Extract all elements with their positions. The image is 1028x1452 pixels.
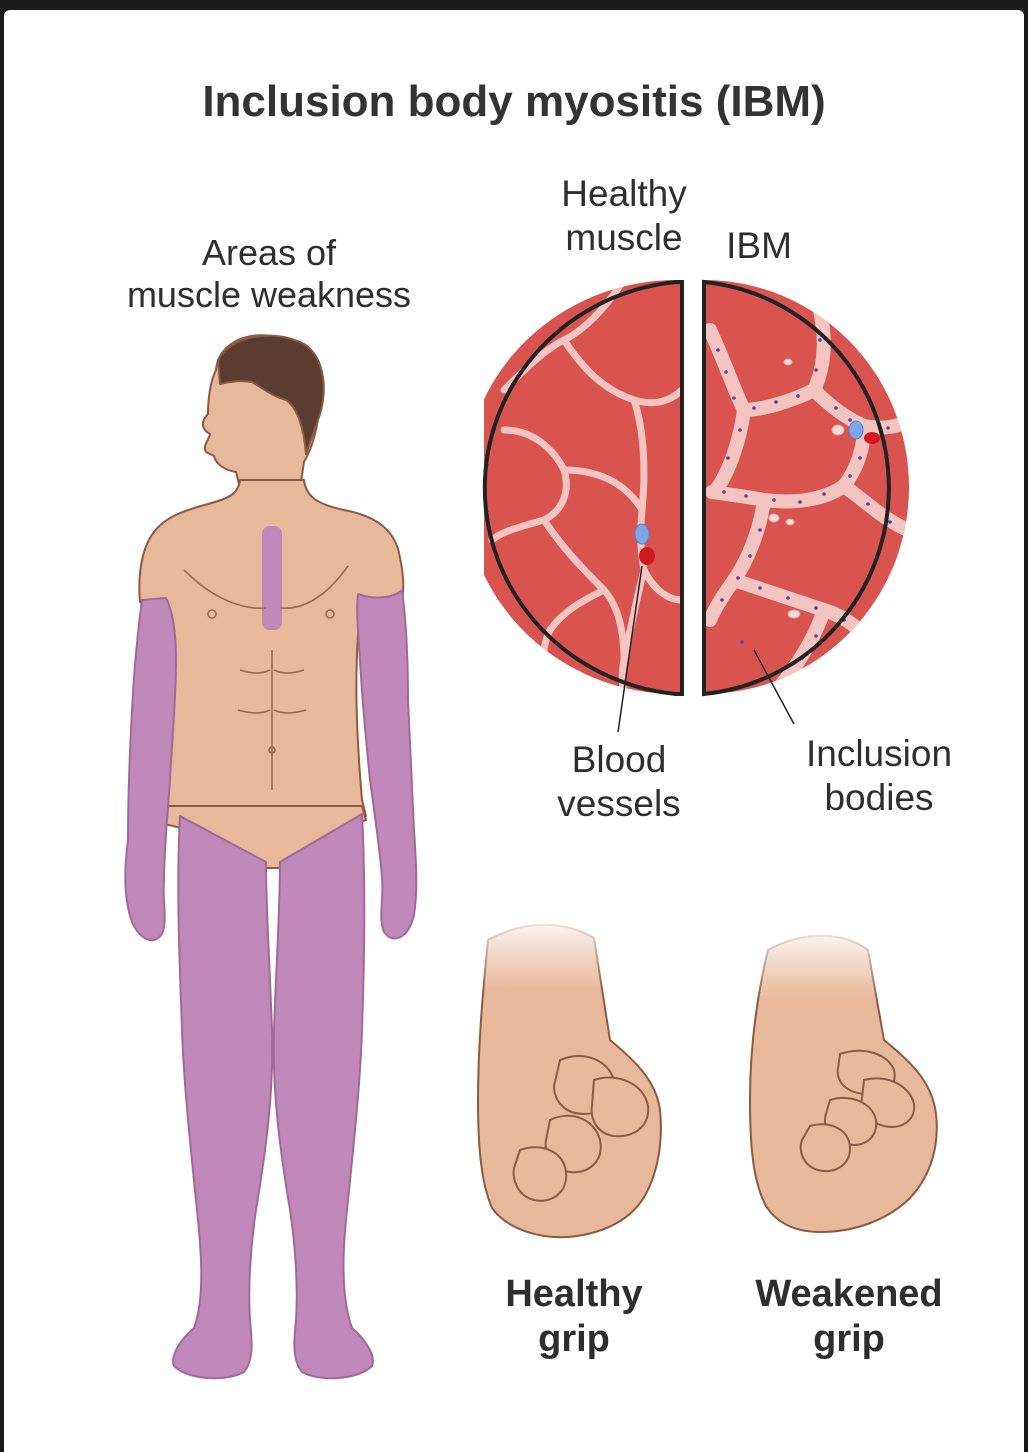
page-title: Inclusion body myositis (IBM) xyxy=(202,77,826,126)
healthy-muscle-label: Healthy muscle xyxy=(561,173,687,258)
right-leg-weakness xyxy=(272,813,374,1380)
neck-weakness xyxy=(262,526,282,630)
illustration-layer xyxy=(124,279,938,1380)
healthy-grip-label: Healthy grip xyxy=(505,1273,643,1360)
muscle-cross-section xyxy=(482,279,909,733)
areas-weakness-label: Areas of muscle weakness xyxy=(126,232,412,316)
torso xyxy=(138,479,405,817)
weakened-grip-label: Weakened grip xyxy=(755,1273,943,1360)
healthy-grip-hand xyxy=(474,910,662,1239)
blood-vessel-red-ibm xyxy=(864,432,880,444)
blood-vessels-label: Blood vessels xyxy=(557,739,681,824)
ibm-muscle-section xyxy=(704,280,909,694)
left-leg-weakness xyxy=(172,815,274,1380)
right-arm-weakness xyxy=(356,589,418,940)
weakened-grip-hand xyxy=(744,920,938,1233)
left-arm-weakness xyxy=(124,597,177,942)
inclusion-body-dots xyxy=(716,338,904,682)
inclusion-bodies-label: Inclusion bodies xyxy=(805,733,953,818)
infographic-card: Inclusion body myositis (IBM) Areas of m… xyxy=(4,10,1024,1452)
blood-vessel-blue-ibm xyxy=(848,420,864,440)
healthy-muscle-section xyxy=(484,280,682,694)
ibm-label: IBM xyxy=(726,225,792,266)
blood-vessel-blue-healthy xyxy=(634,523,650,545)
hair xyxy=(217,334,325,455)
human-figure xyxy=(124,334,418,1380)
blood-vessels-pointer xyxy=(617,565,643,733)
inclusion-bodies-pointer xyxy=(753,649,795,725)
blood-vessel-red-healthy xyxy=(639,547,655,565)
